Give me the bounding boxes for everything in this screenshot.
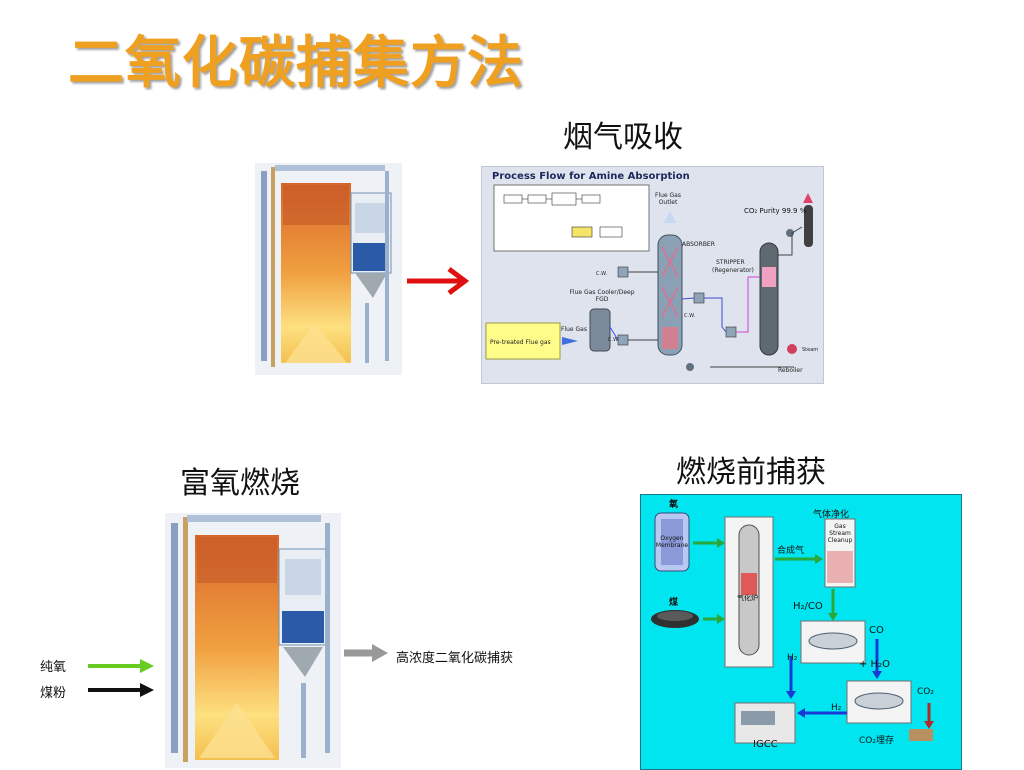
regenerator-label: (Regenerator) [712, 267, 754, 274]
page-title: 二氧化碳捕集方法 [68, 31, 524, 96]
cooler-label: Flue Gas Cooler/Deep FGD [569, 289, 635, 303]
coal-powder-label: 煤粉 [40, 686, 67, 701]
co-label: CO [869, 625, 884, 636]
syngas-label: 合成气 [777, 546, 805, 556]
pretreated-flue-gas-label: Pre-treated Flue gas [490, 339, 551, 346]
boiler-image-bottom [165, 513, 341, 768]
gasifier-label: 气化炉 [737, 594, 758, 602]
h2-label-bottom: H₂ [831, 703, 842, 713]
igcc-label: IGCC [753, 739, 778, 750]
co2-label: CO₂ [917, 687, 934, 697]
h2o-label: + H₂O [859, 659, 890, 670]
amine-absorption-diagram: Process Flow for Amine Absorption Flue G… [481, 166, 824, 384]
coal-label: 煤 [669, 598, 679, 608]
cw-label-1: C.W. [596, 271, 608, 277]
input-arrows-icon [88, 659, 154, 697]
flue-gas-outlet-label: Flue Gas Outlet [655, 192, 681, 206]
flue-gas-label: Flue Gas [561, 326, 587, 333]
gas-cleanup-cn-label: 气体净化 [813, 510, 850, 520]
absorber-label: ABSORBER [682, 241, 715, 248]
high-concentration-co2-capture-label: 高浓度二氧化碳捕获 [396, 651, 514, 666]
reboiler-label: Reboiler [778, 367, 803, 374]
cw-label-3: C.W. [608, 337, 620, 343]
section-title-oxy-fuel: 富氧燃烧 [180, 466, 300, 501]
pre-combustion-diagram: 氧 Oxygen Membrane 气体净化 Gas Stream Cleanu… [640, 494, 962, 770]
section-title-flue-gas-absorption: 烟气吸收 [563, 120, 683, 155]
stripper-label: STRIPPER [716, 259, 745, 266]
output-arrow-icon [344, 644, 388, 662]
section-title-pre-combustion: 燃烧前捕获 [676, 455, 826, 490]
gas-cleanup-en-label: Gas Stream Cleanup [827, 523, 853, 544]
oxygen-label: 氧 [669, 500, 679, 510]
boiler-image-top [255, 163, 402, 375]
oxygen-membrane-label: Oxygen Membrane [655, 535, 689, 549]
h2-label-left: H₂ [787, 653, 798, 663]
red-arrow-icon [407, 267, 469, 295]
co2-purity-label: CO₂ Purity 99.9 % [744, 207, 807, 215]
pure-oxygen-label: 纯氧 [40, 660, 67, 675]
cw-label-2: C.W. [684, 313, 696, 319]
amine-diagram-title: Process Flow for Amine Absorption [492, 171, 690, 182]
h2-co-label: H₂/CO [793, 601, 823, 612]
co2-storage-label: CO₂埋存 [859, 736, 894, 746]
steam-label: Steam [802, 347, 819, 353]
